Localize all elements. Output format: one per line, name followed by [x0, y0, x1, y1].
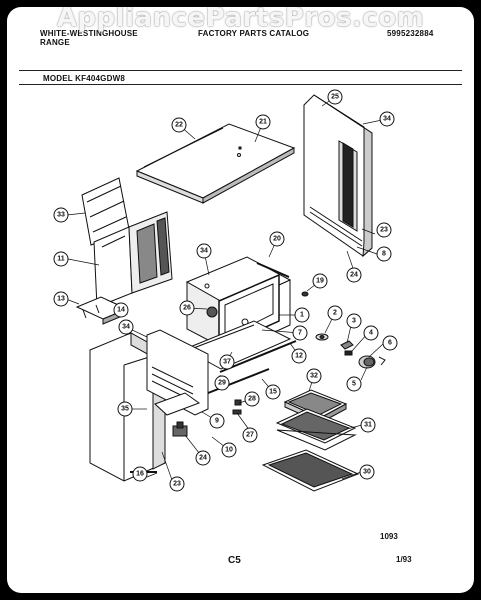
callout-12: 12 [295, 353, 303, 360]
parts-diagram-sheet: WHITE-WESTINGHOUSE RANGE FACTORY PARTS C… [7, 7, 474, 593]
callout-26: 26 [183, 305, 191, 312]
callout-13: 13 [57, 296, 65, 303]
callout-16: 16 [136, 471, 144, 478]
callout-6-low: 6 [388, 340, 392, 347]
callout-24-top: 24 [350, 272, 358, 279]
callout-numbers: 22 21 25 34 33 11 13 14 34 20 19 26 1 7 … [53, 89, 398, 492]
callout-9: 9 [215, 418, 219, 425]
catalog-title: FACTORY PARTS CATALOG [198, 29, 310, 38]
part-broiler-insert [275, 408, 357, 451]
callout-7: 7 [298, 330, 302, 337]
callout-21: 21 [259, 119, 267, 126]
callout-1: 1 [300, 312, 304, 319]
section-code: C5 [228, 555, 241, 566]
callout-11: 11 [57, 256, 65, 263]
callout-29: 29 [218, 380, 226, 387]
part-oven-rack [261, 449, 360, 492]
figure-code: 1093 [380, 532, 398, 541]
callout-31: 31 [364, 422, 372, 429]
callout-15: 15 [269, 389, 277, 396]
part-side-panel [93, 211, 173, 308]
part-control-knobs [315, 333, 386, 369]
callout-2: 2 [333, 310, 337, 317]
callout-27: 27 [246, 432, 254, 439]
callout-22: 22 [175, 122, 183, 129]
part-back-panel [303, 94, 373, 258]
header-rule-top [19, 70, 462, 71]
callout-20: 20 [273, 236, 281, 243]
part-door-hinge [172, 421, 188, 437]
callout-34-mid: 34 [200, 248, 208, 255]
callout-30: 30 [363, 469, 371, 476]
callout-14: 14 [117, 307, 125, 314]
brand-name: WHITE-WESTINGHOUSE [40, 29, 138, 38]
part-top-panel [135, 123, 296, 204]
callout-24-low: 24 [199, 455, 207, 462]
callout-28: 28 [248, 396, 256, 403]
callout-19: 19 [316, 278, 324, 285]
callout-23-top: 23 [380, 227, 388, 234]
exploded-parts-drawing: 22 21 25 34 33 11 13 14 34 20 19 26 1 7 … [53, 89, 398, 492]
callout-33: 33 [57, 212, 65, 219]
catalog-number: 5995232884 [387, 29, 434, 38]
callout-23-low: 23 [173, 481, 181, 488]
header-rule-bottom [19, 84, 462, 85]
product-type: RANGE [40, 38, 70, 47]
callout-37: 37 [223, 359, 231, 366]
callout-3: 3 [352, 318, 356, 325]
callout-34-low: 34 [122, 324, 130, 331]
part-oven-bottom [183, 320, 292, 370]
callout-32: 32 [310, 373, 318, 380]
part-door-liner [146, 329, 209, 416]
part-plug [301, 291, 309, 297]
part-spacer [232, 409, 242, 415]
watermark: AppliancePartsPros.com [56, 7, 425, 33]
callout-8: 8 [382, 251, 386, 258]
part-door-trim [202, 368, 270, 396]
catalog-date: 1/93 [396, 555, 412, 564]
callout-34-top: 34 [383, 116, 391, 123]
callout-4: 4 [369, 330, 373, 337]
model-number: MODEL KF404GDW8 [43, 74, 125, 83]
callout-5: 5 [352, 381, 356, 388]
callout-35: 35 [121, 406, 129, 413]
callout-25: 25 [331, 94, 339, 101]
callout-10: 10 [225, 447, 233, 454]
